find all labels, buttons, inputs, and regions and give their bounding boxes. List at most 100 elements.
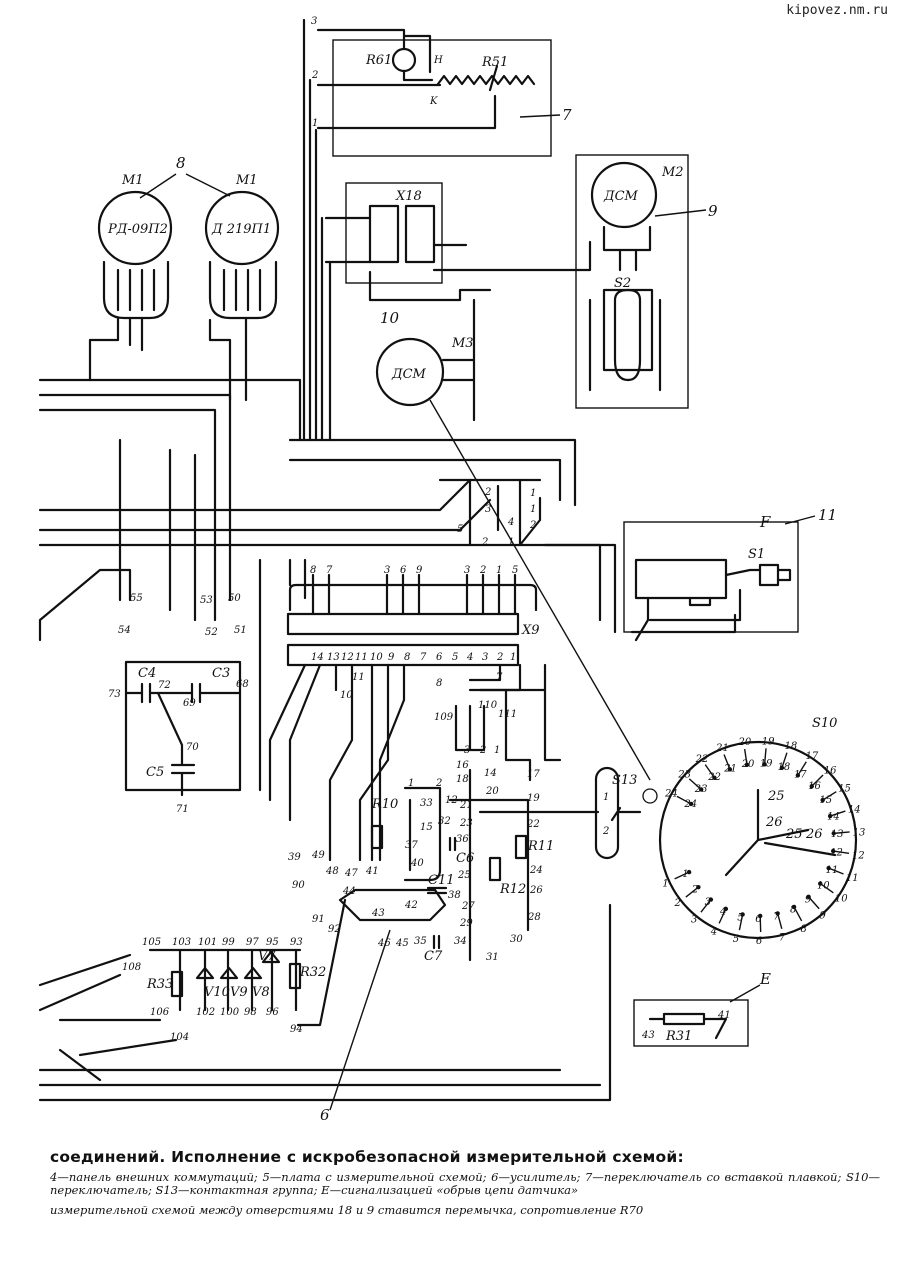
caption-legend: 4—панель внешних коммутаций; 5—плата с и… — [50, 1170, 880, 1197]
db-term: 103 — [172, 937, 191, 948]
s1-label: S1 — [748, 547, 765, 562]
x9-bottom-pin: 13 — [327, 652, 340, 663]
amp-term: 92 — [328, 924, 341, 935]
s10-contact-dot — [708, 897, 714, 902]
s1-wires — [634, 588, 742, 642]
x18-right-block — [404, 204, 436, 264]
caption-heading: соединений. Исполнение с искробезопасной… — [50, 1148, 684, 1166]
callout-10: 10 — [380, 309, 400, 327]
db-term: 100 — [220, 1007, 240, 1018]
s10-contact-tick — [685, 886, 699, 898]
s2-switch-body — [602, 288, 654, 372]
s10-contact-tick — [743, 748, 748, 765]
x18-connector-group: X18 — [320, 182, 592, 442]
c3-c4-plates — [140, 682, 202, 704]
s10-contact-tick — [797, 761, 807, 776]
s10-contact-label: 6 — [755, 914, 762, 925]
amp-term: 33 — [420, 798, 433, 809]
amp-term: 91 — [312, 914, 325, 925]
c7-label: C7 — [424, 949, 443, 964]
s10-contact-label: 2 — [691, 884, 698, 895]
x9-bottom-wires — [268, 663, 406, 862]
s10-contact-label: 13 — [831, 829, 844, 840]
x9-bottom-pin: 4 — [466, 652, 473, 663]
m2-model: ДСМ — [603, 189, 639, 204]
x18-left-block — [368, 204, 400, 264]
amp-term: 20 — [485, 786, 499, 797]
wire-num: 1 — [312, 118, 318, 129]
s2-leads — [588, 298, 662, 392]
x9-bottom-pin: 2 — [496, 652, 503, 663]
x9-bottom-pin: 12 — [341, 652, 354, 663]
s10-contact-outer-label: 8 — [800, 924, 806, 935]
s10-contact-tick — [833, 831, 850, 835]
amp-term: 8 — [436, 678, 442, 689]
v7-label: V7 — [258, 949, 276, 964]
amp-term: 35 — [414, 936, 427, 947]
selector-num: 2 — [484, 487, 491, 498]
s10-contact-outer-label: 11 — [846, 873, 859, 884]
amp-term: 46 — [377, 938, 391, 949]
s10-contact-tick — [704, 764, 715, 779]
r33-label: R33 — [146, 977, 173, 992]
s10-contact-label: 16 — [808, 781, 821, 792]
wiring-diagram: R61 R51 H K 3 2 1 7 8 M1 M1 РД-09П2 Д 21… — [38, 16, 865, 1124]
amp-term: 31 — [486, 952, 499, 963]
x18-to-m3 — [368, 270, 492, 302]
amp-term: 111 — [498, 709, 517, 720]
t53: 53 — [200, 595, 213, 606]
s10-contact-dot — [779, 765, 785, 771]
amp-term: 109 — [434, 712, 454, 723]
r31-label: R31 — [665, 1029, 692, 1044]
amp-term: 27 — [461, 901, 475, 912]
s10-contact-tick — [688, 778, 702, 790]
amp-term: 44 — [342, 886, 356, 897]
x9-top-pin: 2 — [479, 565, 486, 576]
r31-resistor — [662, 1012, 706, 1026]
selector-num: 1 — [508, 537, 514, 548]
s10-contact-tick — [723, 754, 731, 770]
r10-resistor — [370, 824, 384, 850]
s10-contact-dot — [696, 884, 701, 890]
m1-pins — [116, 268, 262, 312]
amp-term: 110 — [478, 700, 498, 711]
callout-8: 8 — [176, 154, 186, 172]
m1-right-model: Д 219П1 — [211, 222, 271, 237]
s10-contact-label: 8 — [790, 905, 796, 916]
s10-contact-outer-label: 17 — [805, 751, 818, 762]
amp-term: 90 — [292, 880, 305, 891]
amp-term: 37 — [405, 840, 418, 851]
r11-resistor — [514, 834, 528, 860]
s10-contact-tick — [763, 748, 767, 765]
callout-e: E — [759, 970, 771, 988]
x9-bottom-pin: 7 — [420, 652, 427, 663]
s10-contact-tick — [776, 913, 783, 930]
amp-term: 39 — [288, 852, 301, 863]
selector-num: 2 — [481, 537, 488, 548]
s10-contact-dot — [818, 881, 823, 886]
r33-resistor — [170, 970, 184, 998]
s2-label: S2 — [614, 276, 631, 291]
s10-contact-label: 14 — [827, 811, 840, 822]
s10-contact-label: 12 — [830, 847, 843, 858]
callout-11-line — [784, 515, 816, 525]
db-term: 93 — [290, 937, 303, 948]
amp-term: 1 — [408, 778, 414, 789]
amp-term: 17 — [527, 769, 540, 780]
block-7-trunk — [302, 18, 318, 442]
amp-term: 30 — [510, 934, 523, 945]
t68: 68 — [236, 679, 249, 690]
s13-num: 2 — [602, 826, 609, 837]
x9-top-pin: 5 — [512, 565, 518, 576]
m2-socket — [602, 225, 652, 272]
x9-connector: X9 8 7 3 6 9 3 2 1 5 14 13 12 11 10 9 8 … — [268, 565, 562, 862]
s10-contact-dot — [827, 813, 833, 819]
x9-bottom-pin: 1 — [510, 652, 516, 663]
m1-right-label: M1 — [235, 173, 258, 188]
harness-top — [288, 438, 577, 507]
s10-contact-outer-label: 7 — [779, 933, 786, 944]
s10-contact-tick — [822, 791, 837, 801]
r61-label: R61 — [365, 53, 392, 68]
amp-term: 49 — [311, 850, 325, 861]
